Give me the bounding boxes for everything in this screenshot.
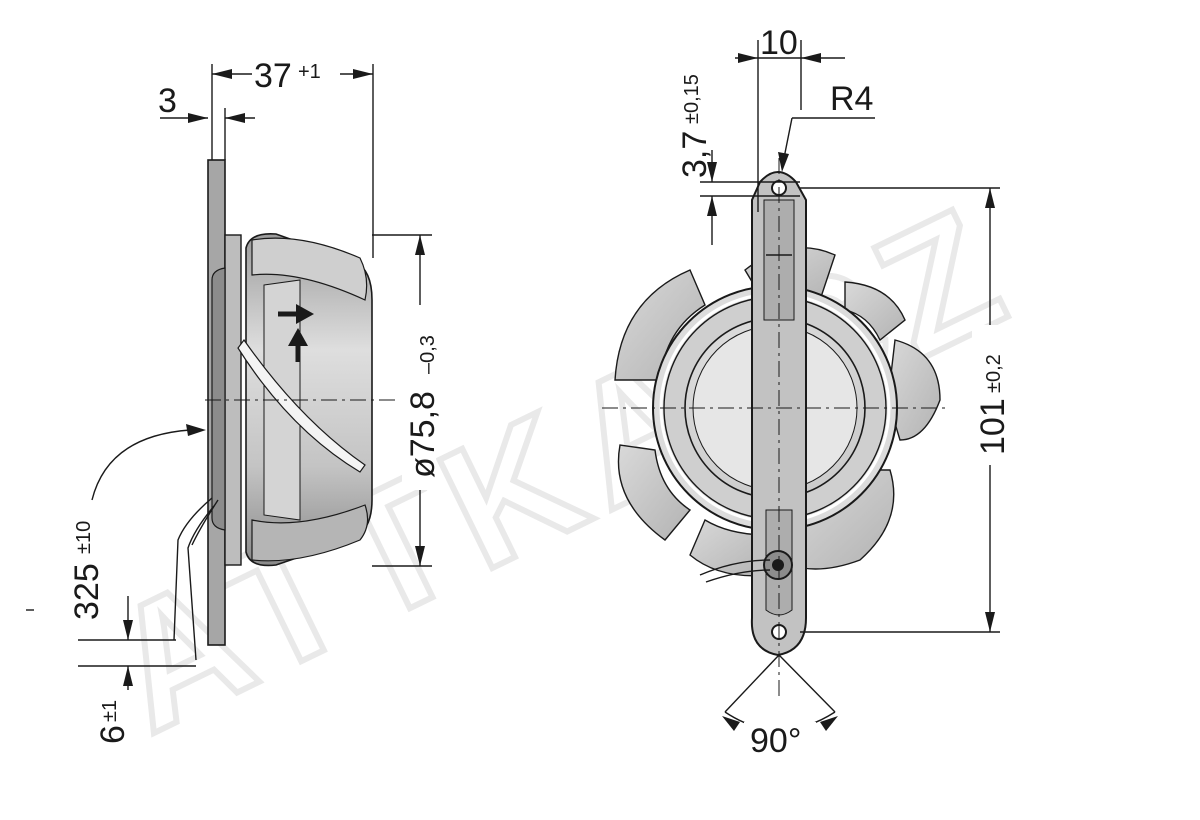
blade-right [887,339,941,441]
dim-hole-tol: ±0,15 [681,74,703,124]
impeller-bottom-blade [251,504,369,562]
motor-backplate [211,267,226,531]
front-dimensions: 10 R4 3,7 ±0,15 101 ±0,2 [676,24,1012,760]
dim-width-value: 10 [760,24,798,62]
dim-cable-tol: ±10 [73,521,95,554]
blade-stripe [237,338,366,473]
airflow-arrow-right-icon [278,304,314,324]
front-view [602,158,950,700]
dim-diameter-value: ø75,8 [404,391,442,478]
dim-cable-value: 325 [68,563,106,620]
dim-span-value: 101 [974,398,1012,455]
dim-length-tol: +1 [298,61,321,83]
dim-diameter-tol: –0,3 [417,335,439,374]
side-view [173,159,400,661]
dim-hole-value: 3,7 [676,131,714,178]
dim-radius-value: R4 [830,80,873,118]
dim-flange-value: 3 [158,82,177,120]
impeller-top-blade [251,237,368,301]
side-dimensions: 37 +1 3 ø75,8 –0,3 325 ±10 [26,52,442,744]
blade-upper-right [844,281,906,342]
dim-length-value: 37 [254,57,292,95]
dim-strip-value: 6 [94,725,132,744]
dim-strip-tol: ±1 [99,700,121,722]
dim-span-tol: ±0,2 [983,354,1005,393]
dim-angle-value: 90° [750,722,801,760]
cable-2 [187,505,215,661]
cable [173,497,213,641]
impeller-blades [614,247,941,577]
blade-lower-left [617,444,692,541]
front-cable [699,559,771,576]
airflow-arrow-up-icon [288,328,308,362]
